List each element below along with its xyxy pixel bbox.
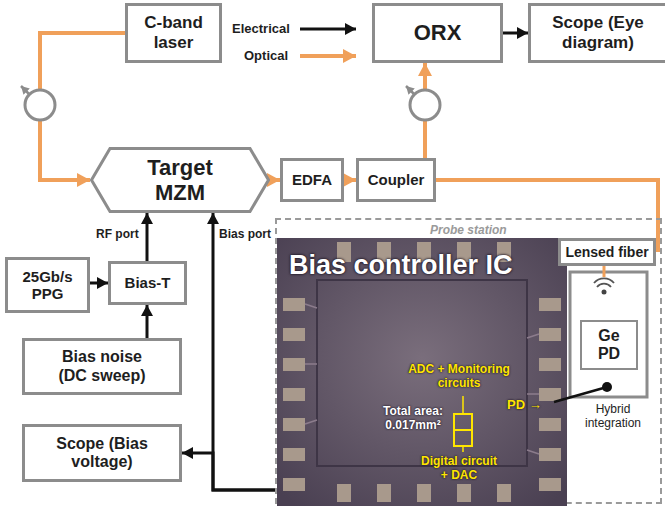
drawing-part — [570, 272, 647, 397]
node-text: ORX — [414, 20, 462, 45]
drawing-part — [527, 450, 539, 454]
node-text: Scope (Eye diagram) — [531, 13, 665, 52]
electrical-connector — [146, 305, 149, 338]
drawing-part — [594, 278, 614, 283]
drawing-part — [305, 304, 539, 454]
drawing-part — [454, 414, 472, 430]
drawing-part — [457, 484, 471, 502]
drawing-part — [305, 420, 317, 424]
bias-tee-box: Bias-T — [108, 261, 187, 305]
controller-arrow — [21, 86, 30, 95]
drawing-part — [283, 478, 305, 491]
drawing-part — [603, 266, 606, 277]
node-text: Bias controller IC — [289, 250, 513, 281]
drawing-part — [283, 388, 305, 401]
drawing-part — [283, 328, 305, 341]
pd-callout: PD → — [507, 398, 542, 412]
generator-box: 25Gb/s PPG — [5, 257, 90, 313]
electrical-connector — [503, 32, 528, 35]
drawing-part — [462, 447, 464, 452]
electrical-connector — [90, 282, 108, 285]
integration-note: Hybrid integration — [572, 402, 654, 430]
electrical-connector — [182, 453, 277, 490]
drawing-part — [497, 484, 511, 502]
legend-text: Electrical — [232, 21, 290, 36]
node-text: Ge PD — [593, 327, 625, 364]
drawing-part — [283, 448, 305, 461]
source-box: C-band laser — [125, 3, 222, 63]
drawing-part — [539, 478, 561, 491]
node-text: EDFA — [292, 171, 332, 188]
drawing-part — [527, 334, 539, 338]
drawing-part — [283, 358, 305, 371]
drawing-part — [92, 149, 269, 212]
chip-callout: Digital circuit + DAC — [417, 454, 501, 482]
drawing-part — [462, 396, 464, 413]
node-text: 25Gb/s PPG — [17, 268, 79, 303]
controller-arrow — [406, 86, 415, 95]
instrument-box: Scope (Bias voltage) — [22, 424, 182, 482]
node-text: C-band laser — [134, 13, 214, 52]
drawing-part — [539, 358, 561, 371]
electrical-connector — [146, 213, 149, 261]
legend-sample — [300, 48, 360, 64]
photodiode-box: Ge PD — [580, 320, 638, 370]
optical-connector — [344, 178, 356, 182]
drawing-part — [277, 238, 567, 506]
node-text: Lensed fiber — [565, 244, 648, 260]
drawing-part — [539, 388, 561, 401]
node-text: Scope (Bias voltage) — [37, 435, 167, 472]
drawing-part — [454, 430, 472, 446]
drawing-part — [597, 284, 611, 287]
drawing-part — [283, 418, 305, 431]
node-text: Bias noise (DC sweep) — [52, 348, 152, 385]
node-text: Target MZM — [135, 155, 225, 206]
drawing-part — [377, 484, 391, 502]
drawing-part — [283, 242, 561, 502]
chip-callout: ADC + Monitoring circuits — [403, 362, 515, 390]
drawing-part — [602, 290, 607, 295]
electrical-connector — [213, 213, 277, 490]
drawing-part — [539, 448, 561, 461]
optical-connector — [270, 178, 280, 182]
instrument-box: Scope (Eye diagram) — [528, 3, 665, 63]
drawing-part — [602, 382, 612, 392]
drawing-part — [527, 393, 539, 395]
modulator-hexagon: Target MZM — [90, 147, 270, 213]
drawing-part — [337, 484, 351, 502]
node-text: Bias-T — [125, 274, 171, 291]
node-text: Probe station — [430, 223, 507, 237]
drawing-part — [539, 418, 561, 431]
legend-arrow — [300, 54, 356, 58]
source-box: Bias noise (DC sweep) — [22, 338, 182, 395]
legend-sample — [300, 21, 360, 37]
drawing-part — [539, 298, 561, 311]
port-label: RF port — [94, 227, 141, 241]
drawing-part — [417, 484, 431, 502]
fiber-box: Lensed fiber — [558, 238, 656, 266]
drawing-part — [305, 304, 317, 308]
area-note: Total area: 0.017mm² — [378, 404, 448, 432]
legend-text: Optical — [244, 48, 288, 63]
drawing-part — [305, 363, 317, 365]
node-text: Coupler — [368, 171, 425, 188]
drawing-part — [283, 298, 305, 311]
receiver-box: ORX — [372, 3, 503, 63]
amplifier-box: EDFA — [280, 158, 344, 202]
drawing-part — [317, 280, 527, 466]
legend-arrow — [300, 28, 356, 31]
port-label: Bias port — [217, 227, 273, 241]
coupler-box: Coupler — [356, 158, 436, 202]
drawing-part — [554, 387, 607, 402]
drawing-part — [539, 328, 561, 341]
